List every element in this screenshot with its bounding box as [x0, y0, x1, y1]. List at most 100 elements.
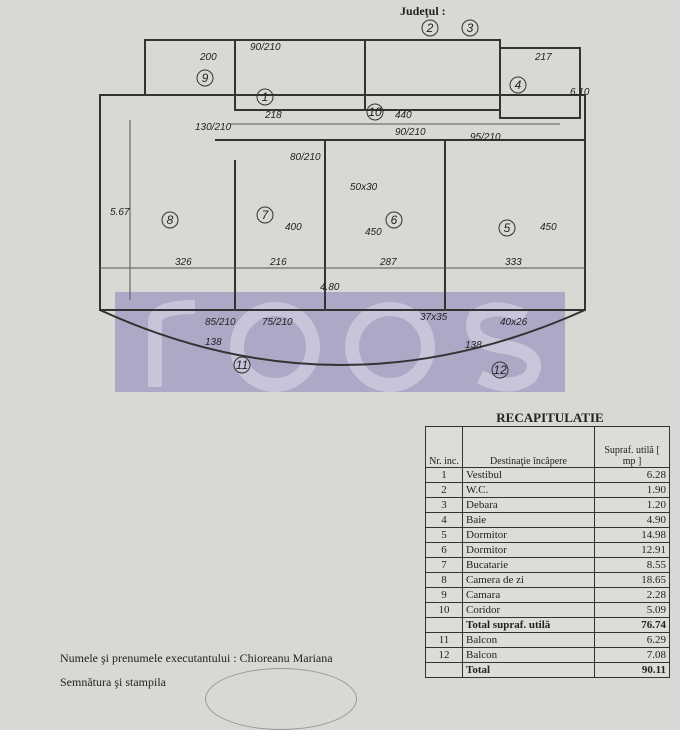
row-number: [425, 617, 463, 633]
dimension-label: 217: [534, 52, 552, 63]
executant-name: Numele şi prenumele executantului : Chio…: [60, 651, 333, 665]
room-marker: [256, 88, 274, 106]
row-area: 12.91: [594, 542, 670, 558]
row-number: 1: [425, 467, 463, 483]
room-number: 9: [202, 71, 209, 85]
row-name: Total: [462, 662, 595, 678]
dimension-label: 6.10: [570, 87, 590, 98]
room-number: 12: [493, 363, 507, 377]
dimension-label: 130/210: [195, 122, 232, 133]
col-nr: Nr. inc.: [425, 426, 463, 468]
row-area: 4.90: [594, 512, 670, 528]
row-name: Bucatarie: [462, 557, 595, 573]
row-area: 18.65: [594, 572, 670, 588]
row-name: Vestibul: [462, 467, 595, 483]
dimension-label: 75/210: [262, 317, 293, 328]
dimension-label: 138: [205, 337, 222, 348]
room-marker: [161, 211, 179, 229]
dimension-label: 450: [540, 222, 557, 233]
room-number: 6: [391, 213, 398, 227]
row-area: 14.98: [594, 527, 670, 543]
row-name: W.C.: [462, 482, 595, 498]
dimension-label: 333: [505, 257, 522, 268]
room-marker: [366, 103, 384, 121]
row-number: [425, 662, 463, 678]
stamp: [205, 668, 357, 730]
dimension-label: 326: [175, 257, 192, 268]
judet-label: Judeţul :: [400, 4, 446, 18]
dimension-label: 4.80: [320, 282, 340, 293]
plan-walls: [99, 39, 586, 366]
row-name: Baie: [462, 512, 595, 528]
row-number: 12: [425, 647, 463, 663]
dimension-lines: [100, 120, 585, 300]
dimension-label: 95/210: [470, 132, 501, 143]
row-area: 90.11: [594, 662, 670, 678]
row-number: 4: [425, 512, 463, 528]
row-number: 9: [425, 587, 463, 603]
row-number: 7: [425, 557, 463, 573]
dimension-label: 37x35: [420, 312, 448, 323]
dimension-label: 85/210: [205, 317, 236, 328]
room-marker: [498, 219, 516, 237]
row-number: 8: [425, 572, 463, 588]
dimension-label: 200: [199, 52, 217, 63]
row-area: 1.90: [594, 482, 670, 498]
row-name: Dormitor: [462, 527, 595, 543]
row-number: 6: [425, 542, 463, 558]
row-number: 11: [425, 632, 463, 648]
dimension-label: 400: [285, 222, 302, 233]
row-number: 10: [425, 602, 463, 618]
dimension-label: 50x30: [350, 182, 378, 193]
room-number: 10: [368, 105, 382, 119]
dimension-label: 138: [465, 340, 482, 351]
room-number: 1: [262, 90, 269, 104]
room-marker: [385, 211, 403, 229]
row-area: 7.08: [594, 647, 670, 663]
row-number: 2: [425, 482, 463, 498]
row-area: 5.09: [594, 602, 670, 618]
dimension-label: 287: [379, 257, 397, 268]
row-name: Balcon: [462, 632, 595, 648]
dimension-label: 440: [395, 110, 412, 121]
row-name: Total supraf. utilă: [462, 617, 595, 633]
room-number: 4: [515, 78, 522, 92]
row-number: 5: [425, 527, 463, 543]
row-number: 3: [425, 497, 463, 513]
room-number: 5: [504, 221, 511, 235]
room-number: 8: [167, 213, 174, 227]
room-marker: [491, 361, 509, 379]
dimension-label: 40x26: [500, 317, 528, 328]
room-marker: [421, 19, 439, 37]
room-marker: [509, 76, 527, 94]
dimension-label: 216: [269, 257, 287, 268]
room-marker: [461, 19, 479, 37]
row-area: 6.28: [594, 467, 670, 483]
row-area: 8.55: [594, 557, 670, 573]
col-suprafata: Supraf. utilă [ mp ]: [594, 426, 670, 468]
row-area: 1.20: [594, 497, 670, 513]
recap-title: RECAPITULATIE: [496, 410, 604, 425]
dimension-label: 80/210: [290, 152, 321, 163]
row-name: Camera de zi: [462, 572, 595, 588]
dimension-label: 90/210: [395, 127, 426, 138]
dimension-label: 450: [365, 227, 382, 238]
row-area: 6.29: [594, 632, 670, 648]
recap-table: Nr. inc. Destinaţie încăpere Supraf. uti…: [425, 426, 670, 678]
room-marker: [196, 69, 214, 87]
room-number: 2: [426, 21, 434, 35]
col-destinatie: Destinaţie încăpere: [462, 426, 595, 468]
dimension-label: 5.67: [110, 207, 130, 218]
